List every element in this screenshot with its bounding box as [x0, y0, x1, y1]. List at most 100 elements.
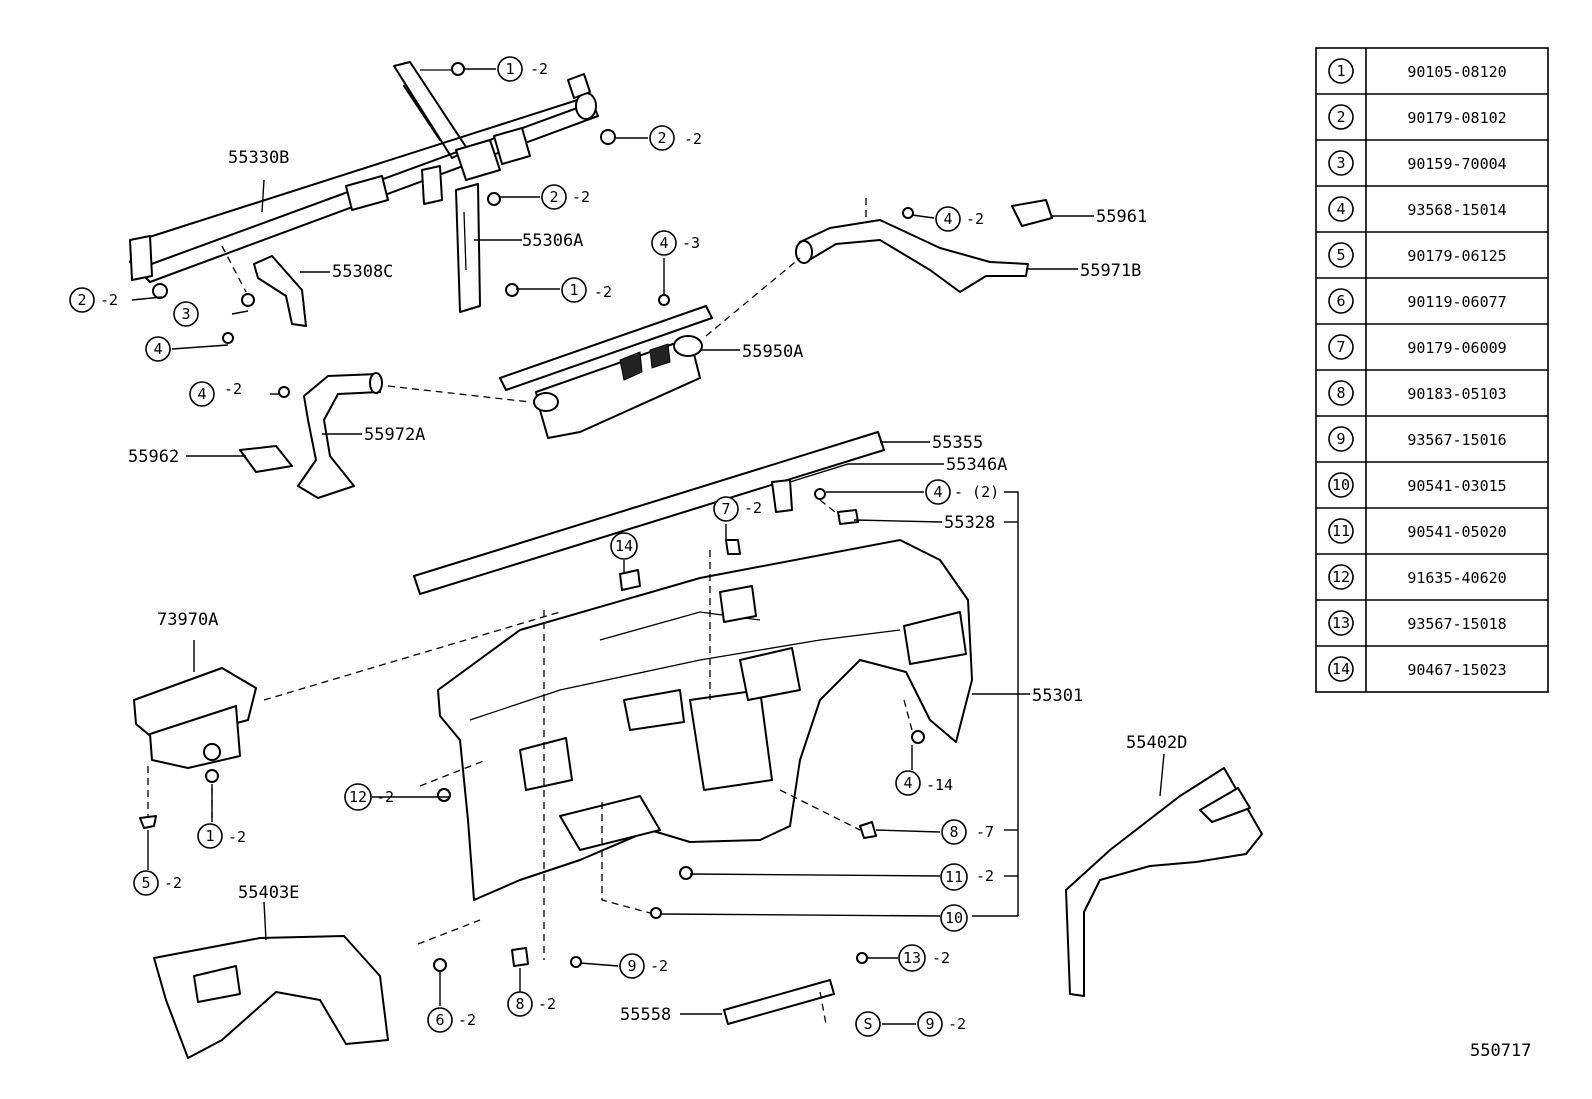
table-ref-number: 12 — [1332, 568, 1350, 586]
part-label-55961: 55961 — [1096, 207, 1147, 227]
table-part-number: 93568-15014 — [1407, 201, 1506, 219]
svg-text:-3: -3 — [682, 234, 700, 252]
svg-text:2: 2 — [549, 188, 558, 206]
svg-text:9: 9 — [925, 1015, 934, 1033]
part-label-55308c: 55308C — [332, 262, 393, 282]
part-label-55403e: 55403E — [238, 883, 299, 903]
callout-1-a: 1 -2 — [497, 56, 548, 82]
svg-text:-2: -2 — [538, 995, 556, 1013]
table-part-number: 90179-08102 — [1407, 109, 1506, 127]
table-part-number: 90159-70004 — [1407, 155, 1506, 173]
svg-text:5: 5 — [141, 874, 150, 892]
svg-text:1: 1 — [505, 60, 514, 78]
callout-7: 7-2 — [713, 496, 762, 522]
svg-text:11: 11 — [945, 868, 963, 886]
defroster-nozzle-drawing — [499, 294, 713, 439]
table-ref-circle — [1328, 518, 1354, 544]
svg-text:-2: -2 — [228, 828, 246, 846]
callout-14: 14 — [610, 532, 638, 560]
callout-11: 11 -2 — [940, 863, 994, 891]
table-ref-number: 13 — [1332, 614, 1350, 632]
table-ref-number: 9 — [1336, 430, 1345, 448]
callout-s: S — [855, 1011, 881, 1037]
svg-text:-2: -2 — [572, 188, 590, 206]
table-ref-circle — [1328, 656, 1354, 682]
svg-text:-2: -2 — [976, 867, 994, 885]
svg-text:6: 6 — [435, 1011, 444, 1029]
table-part-number: 91635-40620 — [1407, 569, 1506, 587]
svg-text:3: 3 — [181, 305, 190, 323]
svg-text:-2: -2 — [594, 283, 612, 301]
svg-text:4: 4 — [659, 234, 668, 252]
callout-10: 10 — [940, 904, 968, 932]
leader-lines — [186, 179, 1165, 1015]
part-label-55971b: 55971B — [1080, 261, 1141, 281]
table-ref-number: 2 — [1336, 108, 1345, 126]
table-ref-number: 14 — [1332, 660, 1350, 678]
svg-text:S: S — [863, 1015, 872, 1033]
table-ref-number: 4 — [1336, 200, 1345, 218]
table-ref-number: 7 — [1336, 338, 1345, 356]
svg-text:4: 4 — [197, 385, 206, 403]
callout-2-a: 2 -2 — [649, 125, 702, 151]
callout-4-b: 4 -3 — [651, 230, 700, 256]
table-ref-circle — [1328, 104, 1354, 130]
part-label-55328: 55328 — [944, 513, 995, 533]
table-ref-number: 3 — [1336, 154, 1345, 172]
figure-number: 550717 — [1470, 1041, 1531, 1061]
table-ref-number: 5 — [1336, 246, 1345, 264]
part-label-55558: 55558 — [620, 1005, 671, 1025]
callout-4-e: 4- (2) — [925, 479, 999, 505]
callout-1-b: 1 -2 — [561, 277, 612, 303]
callouts: 1-2 2-2 2-2 2-2 3 4 1-2 4-3 4-2 4-2 7-2 … — [69, 56, 999, 1037]
svg-text:10: 10 — [945, 909, 963, 927]
table-ref-circle — [1328, 288, 1354, 314]
callout-4-c: 4-2 — [935, 206, 984, 232]
svg-text:-2: -2 — [376, 788, 394, 806]
callout-4-f: 4-14 — [895, 770, 953, 796]
svg-text:-2: -2 — [458, 1011, 476, 1029]
part-label-55402d: 55402D — [1126, 733, 1187, 753]
svg-text:14: 14 — [615, 537, 633, 555]
svg-text:-2: -2 — [744, 499, 762, 517]
svg-text:-14: -14 — [926, 776, 953, 794]
table-ref-circle — [1328, 380, 1354, 406]
table-ref-circle — [1328, 472, 1354, 498]
callout-2-c: 2-2 — [69, 287, 118, 313]
svg-text:8: 8 — [515, 995, 524, 1013]
table-part-number: 90183-05103 — [1407, 385, 1506, 403]
table-ref-circle — [1328, 334, 1354, 360]
callout-2-b: 2 -2 — [541, 184, 590, 210]
svg-text:-2: -2 — [684, 130, 702, 148]
lower-panel-right-drawing — [1065, 767, 1263, 997]
side-defroster-duct-right-drawing — [795, 199, 1053, 293]
table-part-number: 93567-15018 — [1407, 615, 1506, 633]
table-part-number: 90541-03015 — [1407, 477, 1506, 495]
svg-text:-2: -2 — [650, 957, 668, 975]
table-part-number: 90119-06077 — [1407, 293, 1506, 311]
table-ref-circle — [1328, 426, 1354, 452]
svg-text:2: 2 — [657, 129, 666, 147]
callout-12: 12 -2 — [344, 783, 394, 811]
svg-text:4: 4 — [153, 340, 162, 358]
table-part-number: 90105-08120 — [1407, 63, 1506, 81]
svg-text:1: 1 — [205, 827, 214, 845]
table-ref-circle — [1328, 58, 1354, 84]
svg-text:-2: -2 — [164, 874, 182, 892]
callout-6: 6 -2 — [427, 1007, 476, 1033]
table-ref-circle — [1328, 564, 1354, 590]
table-part-number: 90179-06009 — [1407, 339, 1506, 357]
callout-8-b: 8 -2 — [507, 991, 556, 1017]
table-ref-number: 6 — [1336, 292, 1345, 310]
table-part-number: 93567-15016 — [1407, 431, 1506, 449]
svg-text:2: 2 — [77, 291, 86, 309]
svg-text:-2: -2 — [530, 60, 548, 78]
svg-text:- (2): - (2) — [954, 483, 999, 501]
part-label-55301: 55301 — [1032, 686, 1083, 706]
svg-text:12: 12 — [349, 788, 367, 806]
part-label-55950a: 55950A — [742, 342, 803, 362]
callout-3: 3 — [173, 301, 199, 327]
svg-text:1: 1 — [569, 281, 578, 299]
